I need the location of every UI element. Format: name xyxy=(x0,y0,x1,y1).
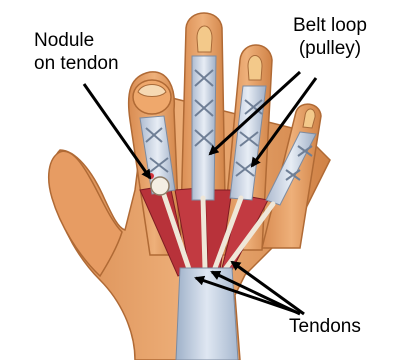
label-nodule-on-tendon: Nodule on tendon xyxy=(34,29,119,75)
label-nodule-line1: Nodule xyxy=(34,29,119,52)
middle-nail xyxy=(197,26,212,52)
ring-nail xyxy=(248,56,262,81)
label-belt-line1: Belt loop xyxy=(293,14,367,37)
tendon-nodule xyxy=(151,177,169,195)
label-belt-loop-pulley: Belt loop (pulley) xyxy=(293,14,367,60)
label-nodule-line2: on tendon xyxy=(34,52,119,75)
label-tendons: Tendons xyxy=(289,315,361,338)
index-nail xyxy=(138,85,166,97)
label-belt-line2: (pulley) xyxy=(293,37,367,60)
